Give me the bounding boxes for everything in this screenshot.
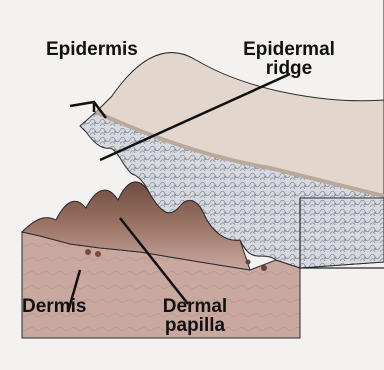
epidermis-label: Epidermis — [46, 40, 138, 59]
epidermal-ridge-label: Epidermal ridge — [224, 40, 354, 78]
cutaway-block — [300, 198, 384, 268]
dermal-papilla-label: Dermal papilla — [140, 297, 250, 335]
dermis-label: Dermis — [22, 297, 86, 316]
